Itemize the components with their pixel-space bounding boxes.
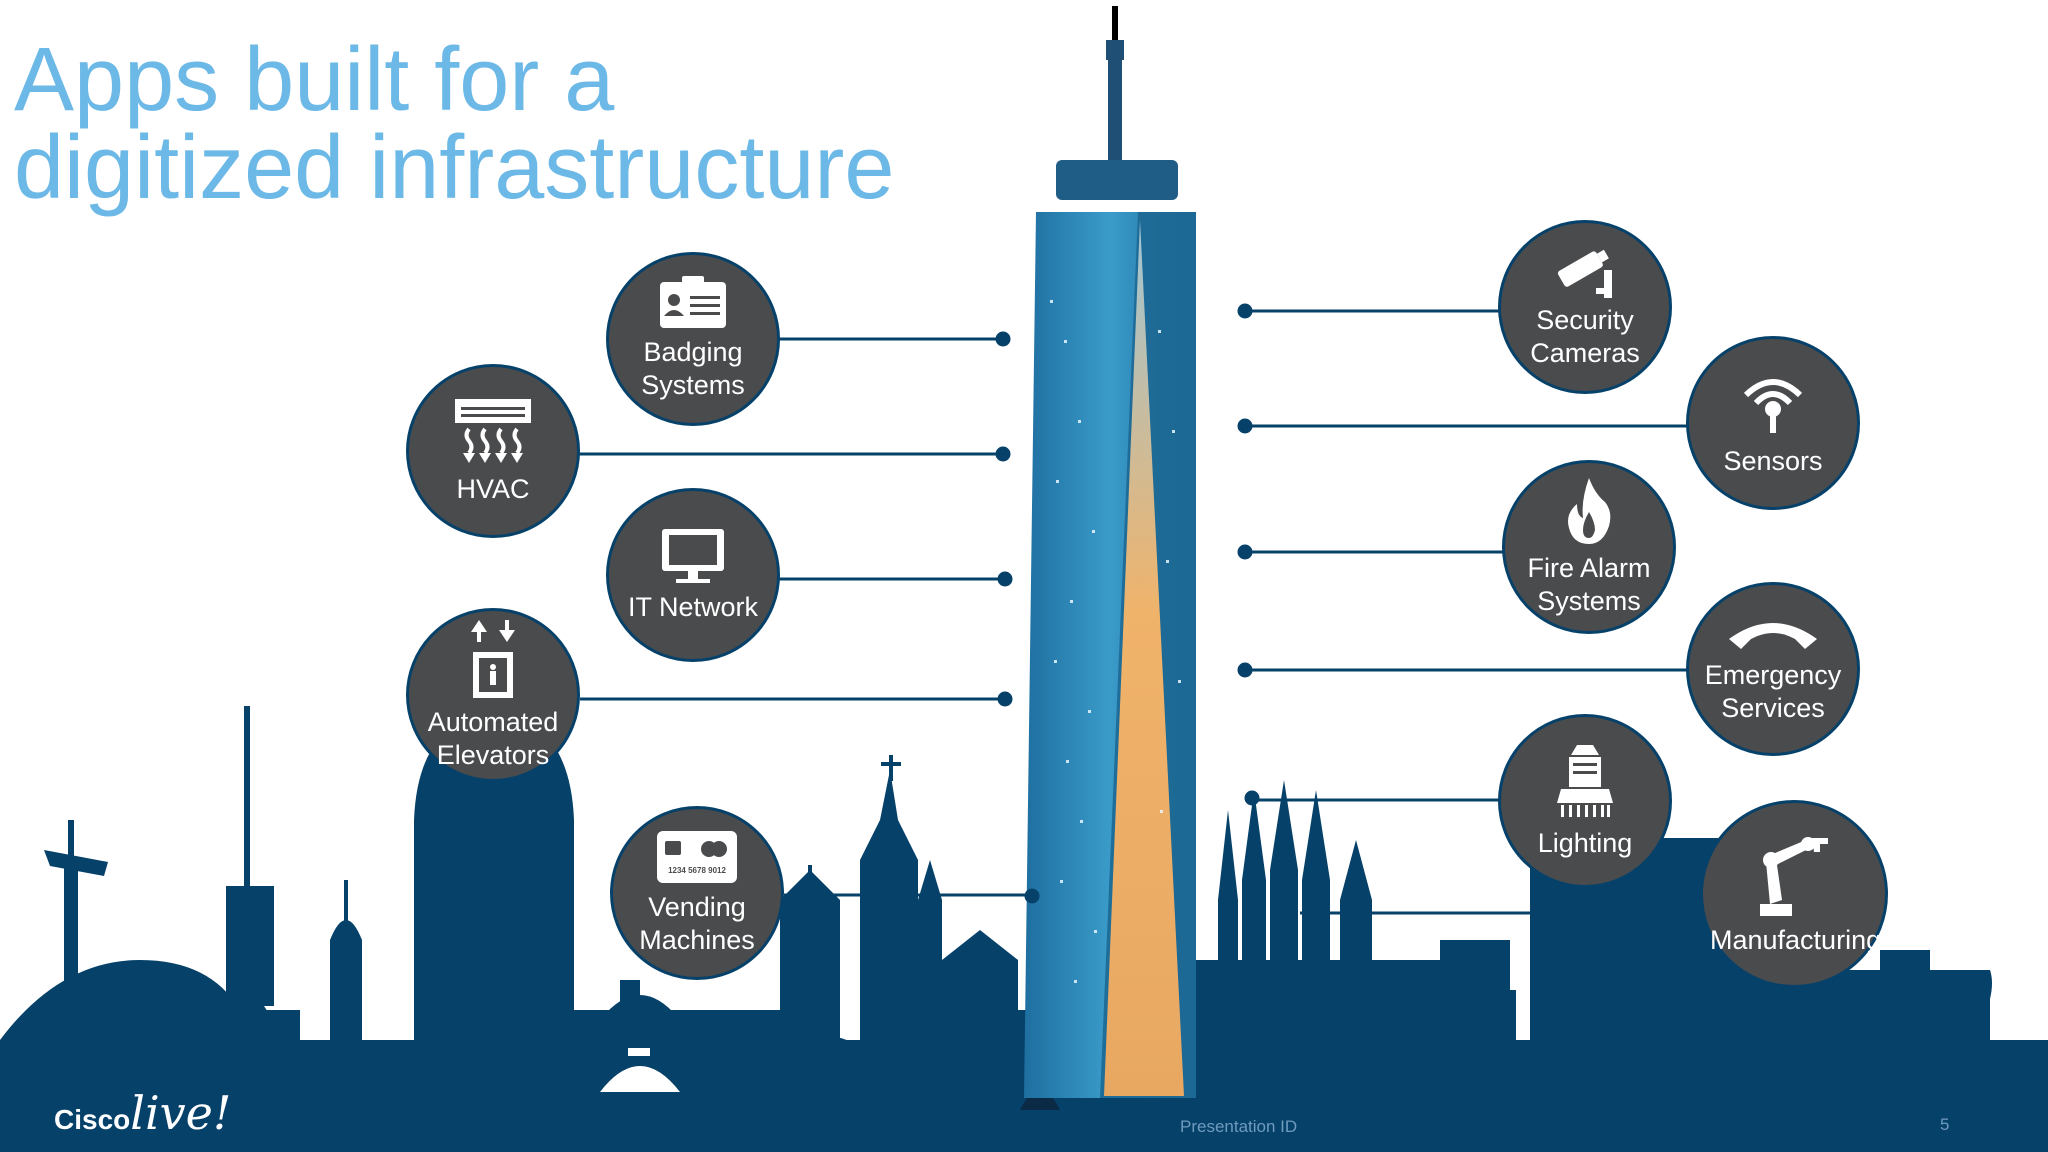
title-line-1: Apps built for a [14,30,615,130]
connector-lines [578,303,1700,915]
app-bubble-lighting: Lighting [1498,714,1672,888]
app-bubble-fire-alarm-systems: Fire Alarm Systems [1502,460,1676,634]
flame-icon [1565,476,1613,546]
card-number-text: 1234 5678 9012 [668,866,726,875]
lamp-icon [1555,743,1615,821]
app-label-security-cameras: Security Cameras [1530,305,1640,368]
app-label-it-network: IT Network [627,591,759,622]
app-label-hvac: HVAC [456,473,530,504]
central-tower [1024,6,1196,1098]
wifi-sensor-icon [1738,369,1808,439]
app-label-lighting: Lighting [1537,827,1633,858]
robot-arm-icon [1754,832,1834,918]
app-label-sensors: Sensors [1723,445,1823,476]
app-bubble-hvac: HVAC [406,364,580,538]
credit-card-icon: 1234 5678 9012 [655,829,739,885]
app-bubble-security-cameras: Security Cameras [1498,220,1672,394]
badge-id-icon [658,276,728,330]
app-bubble-it-network: IT Network [606,488,780,662]
hvac-icon [453,397,533,467]
title-line-2: digitized infrastructure [14,118,895,218]
app-bubble-automated-elevators: Automated Elevators [406,608,580,782]
telephone-icon [1725,613,1821,653]
app-label-badging-systems: Badging Systems [641,337,745,400]
monitor-icon [660,527,726,585]
cisco-live-logo: Ciscolive! [54,1086,231,1140]
app-label-manufacturing: Manufacturing [1710,924,1882,955]
elevator-icon [469,618,517,700]
app-label-automated-elevators: Automated Elevators [427,707,559,770]
app-bubble-vending-machines: 1234 5678 9012 Vending Machines [610,806,784,980]
slide-title: Apps built for a digitized infrastructur… [14,30,895,218]
security-camera-icon [1552,244,1618,298]
app-bubble-emergency-services: Emergency Services [1686,582,1860,756]
slide-number: 5 [1940,1115,1950,1134]
app-label-emergency-services: Emergency Services [1704,660,1842,723]
app-label-fire-alarm-systems: Fire Alarm Systems [1527,553,1651,616]
app-label-vending-machines: Vending Machines [639,892,755,955]
app-bubble-badging-systems: Badging Systems [606,252,780,426]
logo-cisco-text: Cisco [54,1104,131,1135]
presentation-id: Presentation ID [1180,1117,1298,1136]
app-bubble-sensors: Sensors [1686,336,1860,510]
logo-live-text: live! [130,1086,232,1140]
app-bubble-manufacturing: Manufacturing [1700,800,1888,988]
